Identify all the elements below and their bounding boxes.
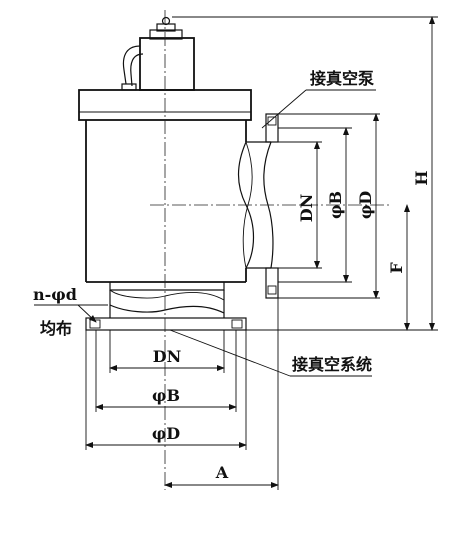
side-extension-lines bbox=[172, 16, 438, 331]
bottom-b-label: φB bbox=[152, 386, 180, 405]
dim-f-label: F bbox=[387, 262, 406, 274]
holes-note-label: 均布 bbox=[40, 319, 72, 338]
solenoid-actuator bbox=[121, 16, 195, 91]
side-b-label: φB bbox=[326, 191, 345, 219]
bottom-extension-lines bbox=[85, 298, 279, 490]
pump-port-label: 接真空泵 bbox=[310, 69, 374, 88]
bottom-d-label: φD bbox=[152, 424, 180, 443]
dim-h-label: H bbox=[412, 170, 431, 185]
dim-a-label: A bbox=[215, 463, 229, 482]
bottom-dn-label: DN bbox=[153, 347, 182, 366]
system-port-label: 接真空系统 bbox=[292, 355, 372, 374]
pump-port-leader bbox=[261, 89, 376, 129]
holes-label: n-φd bbox=[33, 285, 77, 304]
side-dn-label: DN bbox=[297, 194, 316, 223]
system-port-leader bbox=[169, 329, 372, 377]
valve-body bbox=[85, 120, 255, 291]
holes-leader bbox=[34, 304, 108, 323]
bottom-inlet-pipe bbox=[85, 289, 247, 331]
side-d-label: φD bbox=[356, 191, 375, 219]
